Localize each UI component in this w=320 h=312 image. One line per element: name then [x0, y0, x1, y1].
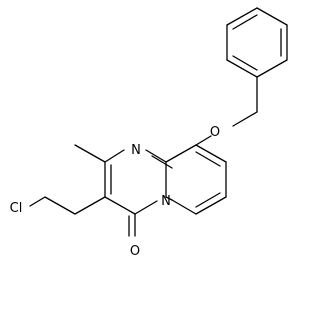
bond — [256, 59, 288, 78]
chlorine-label: Cl — [10, 201, 23, 216]
bond — [104, 196, 136, 215]
bond — [232, 14, 258, 30]
chloroethyl-group — [29, 196, 106, 215]
bond — [195, 192, 221, 208]
bond — [134, 200, 158, 215]
benzyl-phenyl-ring — [226, 7, 288, 78]
chemical-structure: O N N O Cl — [10, 7, 288, 259]
bond — [232, 111, 258, 127]
bond — [104, 149, 125, 163]
bond — [171, 199, 197, 215]
bond — [195, 196, 227, 215]
bond — [256, 7, 288, 26]
ring-oxygen-label: O — [210, 125, 220, 140]
bond — [226, 59, 258, 78]
bond — [74, 144, 106, 163]
bond — [151, 155, 173, 169]
bridge-nitrogen-label: N — [161, 194, 171, 209]
bond — [165, 196, 173, 201]
pyrimidinone-ring — [104, 149, 173, 237]
bond — [165, 144, 197, 163]
bond — [226, 7, 258, 26]
benzyloxy-linker — [195, 76, 258, 146]
bond — [195, 135, 212, 146]
methyl-group — [74, 144, 106, 163]
pyridine-ring — [165, 144, 227, 215]
bond — [195, 144, 227, 163]
bond — [74, 196, 106, 215]
carbonyl-oxygen-label: O — [130, 244, 140, 259]
bond — [29, 196, 46, 207]
bond — [44, 196, 76, 215]
bond — [145, 149, 167, 163]
bond — [232, 55, 258, 71]
bond — [195, 151, 221, 167]
imine-nitrogen-label: N — [131, 143, 141, 158]
